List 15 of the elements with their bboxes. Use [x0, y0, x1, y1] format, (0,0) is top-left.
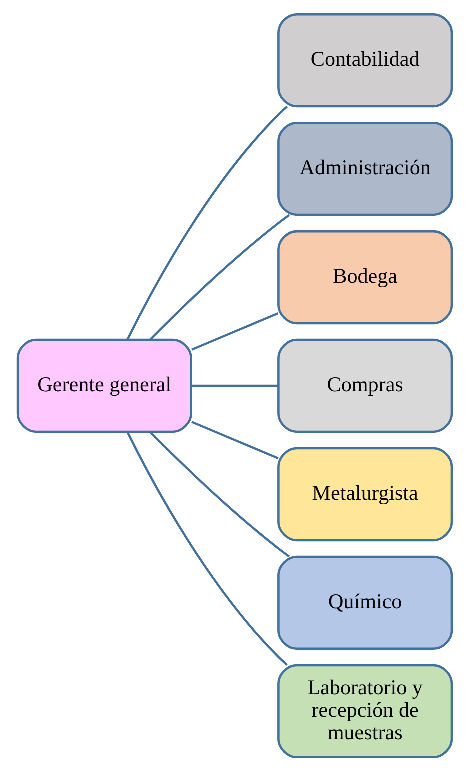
node-box: Administración	[277, 122, 453, 216]
connector	[191, 384, 278, 388]
node-box: Metalurgista	[277, 447, 453, 542]
connector	[191, 312, 278, 351]
node-box: Contabilidad	[277, 13, 453, 108]
connector	[148, 431, 290, 558]
node-box: Gerente general	[16, 338, 192, 434]
node-box: Laboratorio y recepción de muestras	[277, 664, 453, 759]
connector	[148, 214, 290, 341]
node-box: Químico	[277, 556, 453, 650]
connector	[126, 106, 288, 340]
connector	[191, 421, 278, 460]
node-box: Compras	[277, 338, 453, 434]
node-box: Bodega	[277, 230, 453, 325]
connector	[126, 432, 288, 666]
